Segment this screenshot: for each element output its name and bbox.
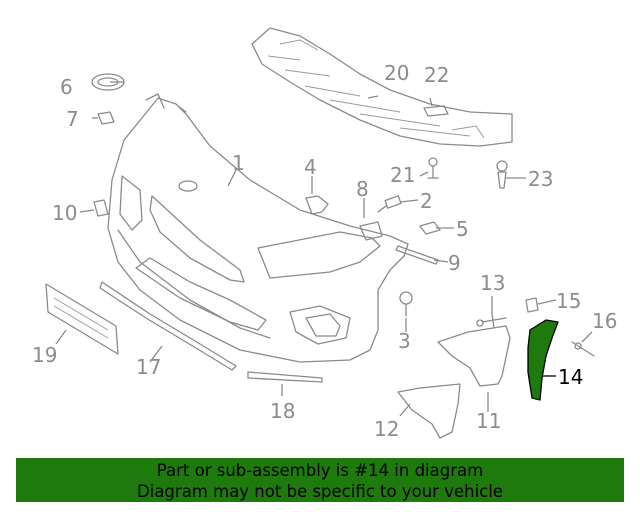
callout-6: 6 [60, 75, 73, 99]
part-8-reflector [359, 221, 383, 241]
callout-4: 4 [304, 155, 317, 179]
part-4-bracket [305, 195, 329, 215]
callout-23: 23 [528, 167, 553, 191]
part-7-cap [97, 111, 115, 125]
part-1-bumper-cover [107, 93, 409, 363]
part-5-insert [419, 221, 441, 235]
part-17-strip [99, 281, 237, 371]
callout-12: 12 [374, 417, 399, 441]
callout-2: 2 [420, 189, 433, 213]
callout-17: 17 [136, 355, 161, 379]
part-20-lower-shield [251, 27, 513, 147]
part-14-highlighted [527, 319, 559, 401]
callout-19: 19 [32, 343, 57, 367]
callout-3: 3 [398, 329, 411, 353]
callout-15: 15 [556, 289, 581, 313]
part-13-rivet [476, 313, 507, 329]
callout-1: 1 [232, 151, 245, 175]
callout-7: 7 [66, 107, 79, 131]
part-3-bolt [399, 291, 413, 317]
part-2-screw [377, 195, 402, 213]
caption-line-2: Diagram may not be specific to your vehi… [137, 482, 503, 501]
part-21-clip [427, 157, 439, 179]
part-23-clip [496, 160, 508, 189]
part-19-plate-bracket [45, 283, 119, 355]
callout-14: 14 [558, 365, 583, 389]
callout-8: 8 [356, 177, 369, 201]
callout-16: 16 [592, 309, 617, 333]
callout-5: 5 [456, 217, 469, 241]
part-12-bracket [397, 383, 461, 439]
callout-21: 21 [390, 163, 415, 187]
callout-20: 20 [384, 61, 409, 85]
leader-lines [55, 81, 593, 417]
callout-18: 18 [270, 399, 295, 423]
caption-banner: Part or sub-assembly is #14 in diagram D… [16, 458, 624, 502]
part-9-strip [395, 245, 439, 265]
callout-11: 11 [476, 409, 501, 433]
part-18-molding [247, 371, 323, 383]
part-10-bracket [93, 199, 109, 217]
parts-diagram: 1 2 3 4 5 6 7 8 9 10 11 12 13 14 15 16 1… [32, 27, 617, 441]
callout-labels: 1 2 3 4 5 6 7 8 9 10 11 12 13 14 15 16 1… [32, 61, 617, 441]
part-15-clip [525, 297, 539, 313]
caption-line-1: Part or sub-assembly is #14 in diagram [156, 461, 484, 480]
part-11-bracket [437, 325, 511, 387]
part-22-nut [423, 105, 449, 117]
callout-10: 10 [52, 201, 77, 225]
callout-13: 13 [480, 271, 505, 295]
part-16-pin [571, 341, 595, 357]
callout-9: 9 [448, 251, 461, 275]
callout-22: 22 [424, 63, 449, 87]
